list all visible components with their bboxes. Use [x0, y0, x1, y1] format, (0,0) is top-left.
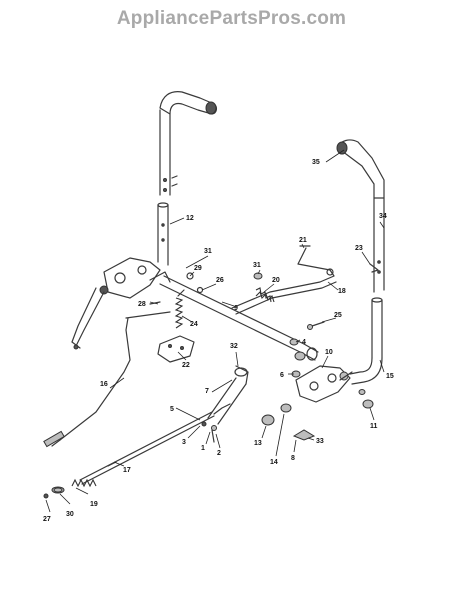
- left-steering-lever: [157, 91, 218, 266]
- callout-12: 12: [186, 215, 194, 222]
- callout-15: 15: [386, 373, 394, 380]
- callout-8: 8: [291, 455, 295, 462]
- callout-7: 7: [205, 388, 209, 395]
- callout-9: 9: [234, 305, 238, 312]
- callout-3: 3: [182, 439, 186, 446]
- leader-lines: [45, 149, 385, 513]
- callout-5: 5: [170, 406, 174, 413]
- callout-labels: 12 31 29 26 9 28 24 22 32 7 5 3 1 2 16 1…: [43, 159, 394, 523]
- callout-23: 23: [355, 245, 363, 252]
- callout-26: 26: [216, 277, 224, 284]
- bracket-arm: [231, 245, 337, 315]
- callout-34: 34: [379, 213, 387, 220]
- damper-spring: [157, 289, 195, 363]
- callout-22: 22: [182, 362, 190, 369]
- callout-1: 1: [201, 445, 205, 452]
- callout-18: 18: [338, 288, 346, 295]
- callout-33: 33: [316, 438, 324, 445]
- callout-35: 35: [312, 159, 320, 166]
- callout-31-left: 31: [204, 248, 212, 255]
- callout-28: 28: [138, 301, 146, 308]
- watermark: AppliancePartsPros.com: [116, 8, 347, 29]
- callout-21: 21: [299, 237, 307, 244]
- callout-14: 14: [270, 459, 278, 466]
- callout-31-right: 31: [253, 262, 261, 269]
- link-rod: [43, 311, 171, 448]
- callout-16: 16: [100, 381, 108, 388]
- callout-32: 32: [230, 343, 238, 350]
- callout-20: 20: [272, 277, 280, 284]
- callout-30: 30: [66, 511, 74, 518]
- callout-4: 4: [302, 339, 306, 346]
- callout-24: 24: [190, 321, 198, 328]
- right-steering-lever: [336, 139, 385, 385]
- callout-6: 6: [280, 372, 284, 379]
- callout-2: 2: [217, 450, 221, 457]
- callout-11: 11: [370, 423, 378, 430]
- callout-29: 29: [194, 265, 202, 272]
- lower-link: [207, 365, 249, 425]
- callout-17: 17: [123, 467, 131, 474]
- hardware: [53, 263, 379, 493]
- callout-10: 10: [325, 349, 333, 356]
- callout-27: 27: [43, 516, 51, 523]
- callout-13: 13: [254, 440, 262, 447]
- right-pivot-bracket: [295, 365, 353, 403]
- callout-25: 25: [334, 312, 342, 319]
- left-pivot-bracket: [71, 257, 171, 350]
- callout-19: 19: [90, 501, 98, 508]
- cross-shaft: [159, 275, 319, 361]
